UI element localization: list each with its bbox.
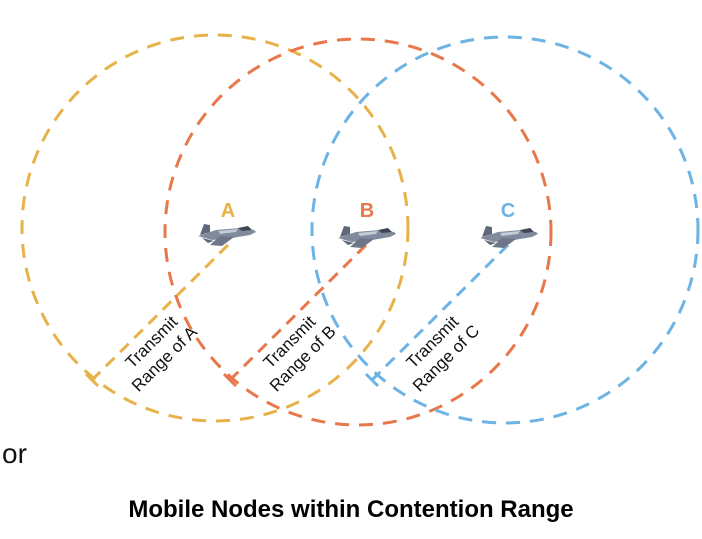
range-circle-c [310, 35, 700, 425]
range-label-c: Transmit Range of C [403, 312, 484, 395]
aircraft-icon-a [198, 224, 256, 246]
range-circle-a [20, 33, 410, 423]
node-label-b: B [360, 200, 374, 222]
range-circle-b [163, 37, 553, 427]
range-radius-tick-c [364, 372, 380, 388]
aircraft-icon-c [480, 226, 538, 248]
range-label-a: Transmit Range of A [122, 312, 202, 395]
range-radius-line-c [370, 243, 510, 382]
aircraft-icon-b [338, 226, 396, 248]
range-radius-line-a [90, 243, 230, 382]
cropped-text-fragment: or [2, 438, 27, 469]
range-label-b: Transmit Range of B [260, 312, 340, 395]
range-radius-tick-b [222, 372, 238, 388]
range-radius-line-b [228, 243, 368, 382]
node-label-a: A [221, 200, 235, 222]
range-radius-tick-a [84, 372, 100, 388]
diagram-caption: Mobile Nodes within Contention Range [128, 496, 574, 523]
node-label-c: C [501, 200, 515, 222]
